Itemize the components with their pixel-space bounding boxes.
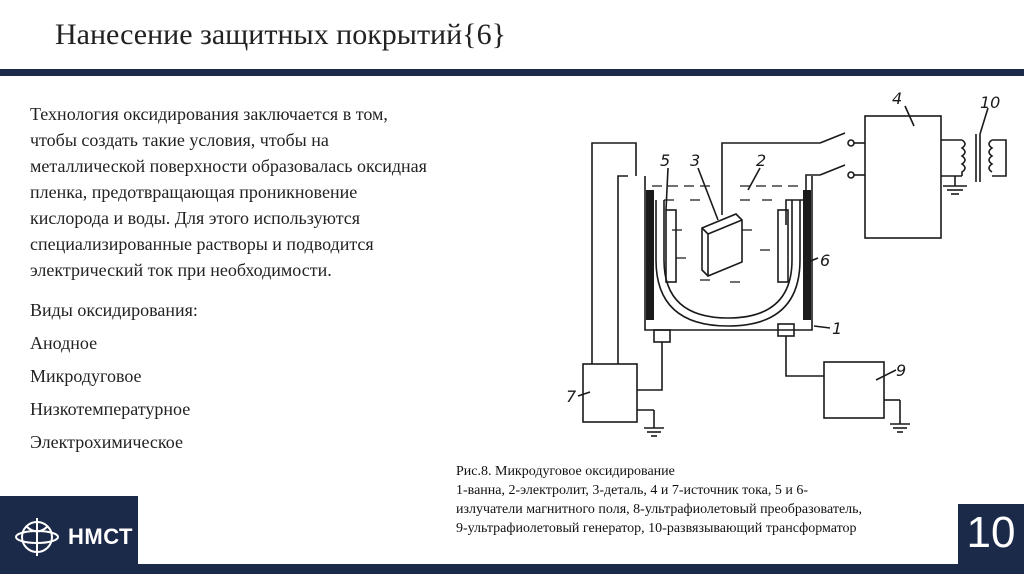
caption-line: 1-ванна, 2-электролит, 3-деталь, 4 и 7-и… bbox=[456, 483, 809, 498]
caption-line: Рис.8. Микродуговое оксидирование bbox=[456, 464, 675, 479]
title-divider bbox=[0, 69, 1024, 76]
oxidation-types-list: Виды оксидирования: Анодное Микродуговое… bbox=[30, 294, 198, 459]
caption-line: излучатели магнитного поля, 8-ультрафиол… bbox=[456, 502, 863, 517]
paragraph-line: электрический ток при необходимости. bbox=[30, 260, 332, 280]
list-item: Анодное bbox=[30, 333, 98, 353]
paragraph-line: специализированные растворы и подводится bbox=[30, 234, 374, 254]
label-9: 9 bbox=[896, 361, 906, 380]
label-5: 5 bbox=[660, 151, 670, 170]
slide-title: Нанесение защитных покрытий{6} bbox=[55, 18, 506, 51]
oxidation-schematic: 4 10 5 3 2 6 1 7 9 bbox=[566, 89, 1007, 437]
logo-text: НМСТ bbox=[68, 524, 133, 549]
list-item: Микродуговое bbox=[30, 366, 142, 386]
paragraph-line: пленка, предотвращающая проникновение bbox=[30, 182, 358, 202]
label-7: 7 bbox=[566, 387, 577, 406]
paragraph-line: кислорода и воды. Для этого используются bbox=[30, 208, 361, 228]
types-heading: Виды оксидирования: bbox=[30, 300, 198, 320]
paragraph-line: чтобы создать такие условия, чтобы на bbox=[30, 130, 329, 150]
source-4-box bbox=[864, 115, 942, 239]
paragraph-line: металлической поверхности образовалась о… bbox=[30, 156, 427, 176]
label-6: 6 bbox=[820, 251, 830, 270]
label-4: 4 bbox=[892, 89, 902, 108]
page-number-box bbox=[958, 504, 1024, 574]
page-number: 10 bbox=[966, 508, 1016, 557]
caption-line: 9-ультрафиолетовый генератор, 10-развязы… bbox=[456, 521, 857, 536]
label-1: 1 bbox=[832, 319, 842, 338]
label-2: 2 bbox=[756, 151, 766, 170]
paragraph-line: Технология оксидирования заключается в т… bbox=[30, 104, 388, 124]
list-item: Электрохимическое bbox=[30, 432, 183, 452]
description-paragraph: Технология оксидирования заключается в т… bbox=[30, 101, 550, 283]
label-3: 3 bbox=[690, 151, 700, 170]
figure-caption: Рис.8. Микродуговое оксидирование 1-ванн… bbox=[456, 462, 956, 538]
list-item: Низкотемпературное bbox=[30, 399, 191, 419]
footer-band bbox=[0, 564, 1024, 574]
logo-emblem-icon bbox=[15, 518, 59, 556]
label-10: 10 bbox=[980, 93, 1000, 112]
